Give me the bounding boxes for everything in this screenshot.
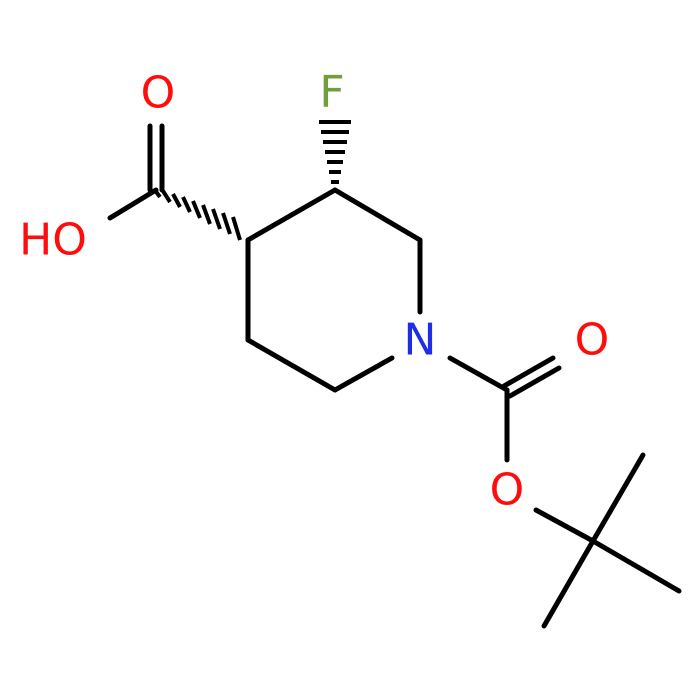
- hash-line: [191, 200, 202, 219]
- hashed-wedge-c3-fluorine: [319, 120, 351, 184]
- hash-line: [231, 216, 242, 241]
- hash-line: [181, 196, 192, 213]
- bond-tbu-methyl-right: [590, 538, 682, 594]
- atom-label-hydroxyl: HO: [19, 215, 87, 266]
- bond-o-tbu-c: [533, 507, 596, 544]
- hash-line: [201, 204, 212, 225]
- bond-carboxyl-c-oh: [107, 187, 159, 221]
- bond-carbamate-c-o-double-a: [501, 355, 556, 389]
- bond-tbu-methyl-down: [541, 538, 596, 629]
- bond-tbu-methyl-up: [590, 452, 646, 544]
- atom-label-carbamate-carbonyl-oxygen: O: [575, 315, 610, 366]
- bond-c3-c2: [332, 187, 423, 243]
- hash-line: [161, 189, 172, 204]
- hashed-wedge-c4-carboxyl: [152, 187, 242, 241]
- bond-carbamate-c-o-double-b: [507, 365, 562, 399]
- atom-label-fluorine: F: [319, 67, 344, 118]
- hash-line: [221, 212, 232, 235]
- bond-n1-carbamate-c: [447, 355, 510, 393]
- hash-line: [171, 193, 182, 208]
- atom-label-acid-carbonyl-oxygen: O: [141, 68, 176, 119]
- hash-line: [211, 208, 222, 230]
- bond-c6-c5: [245, 337, 338, 393]
- atom-label-ring-nitrogen: N: [404, 315, 437, 366]
- bond-c4-c3: [245, 187, 338, 243]
- atom-label-ester-oxygen: O: [490, 465, 525, 516]
- bond-n1-c6: [332, 355, 395, 393]
